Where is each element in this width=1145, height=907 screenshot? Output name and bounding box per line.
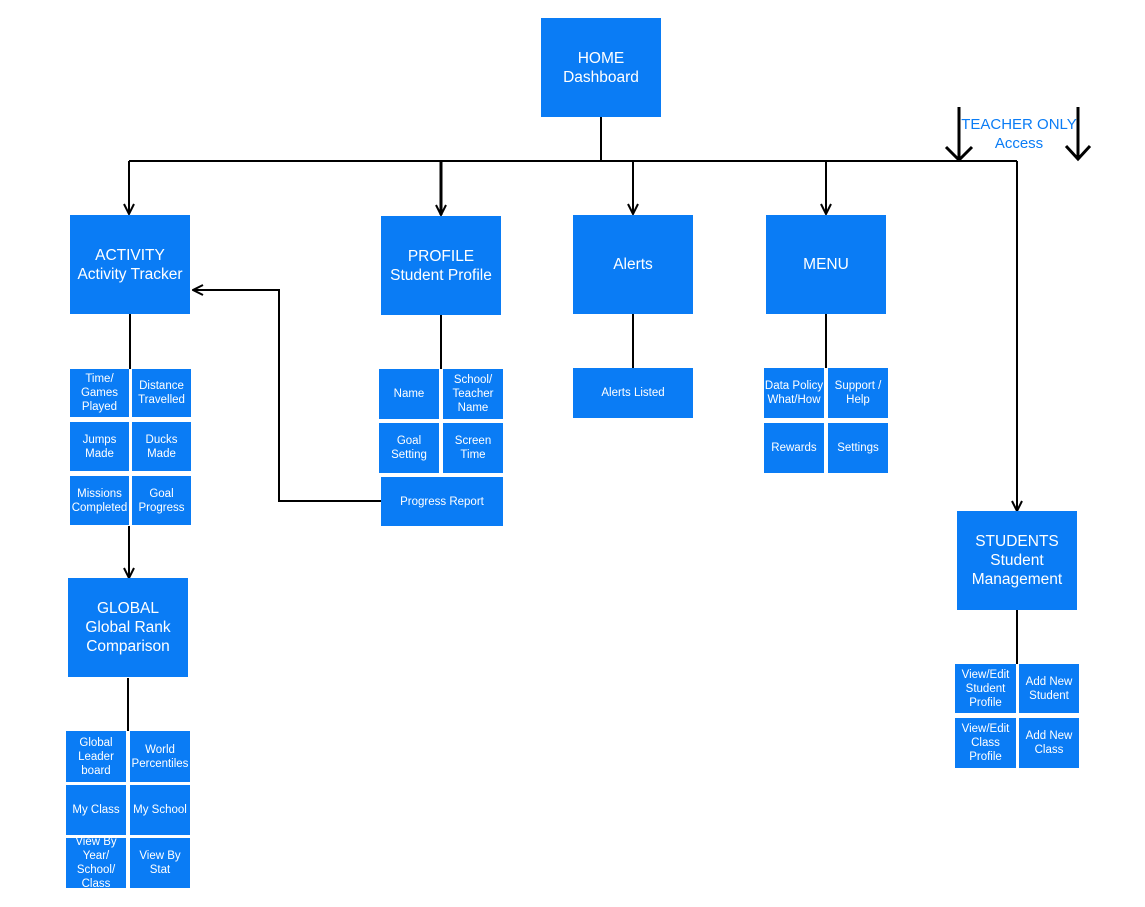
item-support-help: Support / Help	[828, 368, 888, 418]
item-goal-setting: Goal Setting	[379, 423, 439, 473]
item-missions-completed: Missions Completed	[70, 476, 129, 525]
item-name: Name	[379, 369, 439, 419]
item-view-by-year: View By Year/ School/ Class	[66, 838, 126, 888]
item-view-edit-student-profile: View/Edit Student Profile	[955, 664, 1016, 713]
node-global: GLOBAL Global Rank Comparison	[68, 578, 188, 677]
item-view-by-stat: View By Stat	[130, 838, 190, 888]
item-goal-progress: Goal Progress	[132, 476, 191, 525]
annotation-line-1: TEACHER ONLY	[961, 116, 1077, 133]
item-add-new-class: Add New Class	[1019, 718, 1079, 768]
annotation-line-2: Access	[994, 135, 1044, 152]
item-time-games-played: Time/ Games Played	[70, 369, 129, 417]
teacher-only-arrow-right	[1064, 107, 1092, 162]
item-jumps-made: Jumps Made	[70, 422, 129, 471]
item-progress-report: Progress Report	[381, 477, 503, 526]
item-school-teacher-name: School/ Teacher Name	[443, 369, 503, 419]
node-profile: PROFILE Student Profile	[381, 216, 501, 315]
node-students: STUDENTS Student Management	[957, 511, 1077, 610]
item-rewards: Rewards	[764, 423, 824, 473]
node-home: HOME Dashboard	[541, 18, 661, 117]
item-alerts-listed: Alerts Listed	[573, 368, 693, 418]
item-world-percentiles: World Percentiles	[130, 731, 190, 782]
node-menu: MENU	[766, 215, 886, 314]
item-distance-travelled: Distance Travelled	[132, 369, 191, 417]
item-add-new-student: Add New Student	[1019, 664, 1079, 713]
item-settings: Settings	[828, 423, 888, 473]
item-global-leaderboard: Global Leader board	[66, 731, 126, 782]
teacher-only-arrow-left	[944, 107, 974, 163]
teacher-only-annotation: TEACHER ONLY Access	[958, 115, 1080, 153]
item-ducks-made: Ducks Made	[132, 422, 191, 471]
item-view-edit-class-profile: View/Edit Class Profile	[955, 718, 1016, 768]
node-activity: ACTIVITY Activity Tracker	[70, 215, 190, 314]
node-alerts: Alerts	[573, 215, 693, 314]
item-my-class: My Class	[66, 785, 126, 835]
item-screen-time: Screen Time	[443, 423, 503, 473]
progress-report-link	[193, 290, 381, 502]
item-my-school: My School	[130, 785, 190, 835]
item-data-policy: Data Policy What/How	[764, 368, 824, 418]
